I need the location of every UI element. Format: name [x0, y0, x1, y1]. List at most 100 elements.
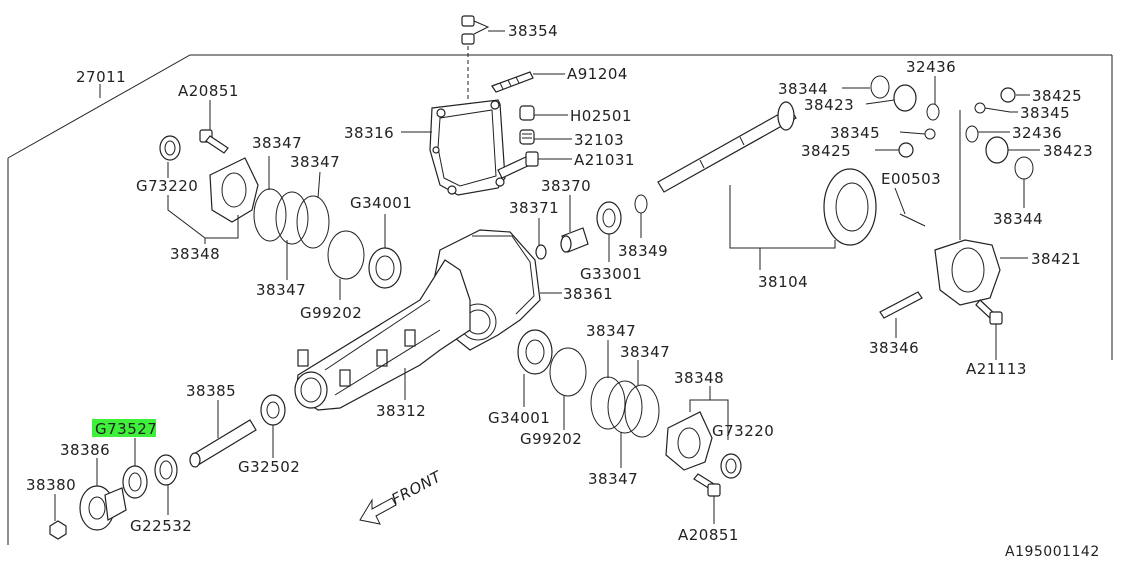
- part-38425-left: [898, 142, 914, 158]
- part-ring-gear: [823, 168, 877, 246]
- label-32103: 32103: [574, 131, 624, 149]
- label-38348-left: 38348: [170, 245, 220, 263]
- label-38423-right: 38423: [1043, 142, 1093, 160]
- label-38361: 38361: [563, 285, 613, 303]
- part-38385-spacer: [189, 419, 257, 468]
- label-38385: 38385: [186, 382, 236, 400]
- label-38386: 38386: [60, 441, 110, 459]
- part-38421-case: [934, 239, 1001, 306]
- label-38371: 38371: [509, 199, 559, 217]
- label-38346: 38346: [869, 339, 919, 357]
- part-G32502-bearing: [260, 394, 286, 426]
- label-38423-top: 38423: [804, 96, 854, 114]
- label-G22532: G22532: [130, 517, 192, 535]
- label-38345-right: 38345: [1020, 104, 1070, 122]
- part-32103: [519, 129, 535, 145]
- label-38312: 38312: [376, 402, 426, 420]
- part-E00503: [899, 213, 926, 227]
- part-G34001-bottom: [517, 329, 553, 375]
- label-38349: 38349: [618, 242, 668, 260]
- label-38347-c: 38347: [256, 281, 306, 299]
- part-H02501: [519, 105, 535, 121]
- label-G34001-top: G34001: [350, 194, 412, 212]
- label-38370: 38370: [541, 177, 591, 195]
- label-38380: 38380: [26, 476, 76, 494]
- part-A20851-top: [199, 129, 229, 154]
- label-38347-f: 38347: [588, 470, 638, 488]
- part-38348-retainer-right: [665, 411, 713, 471]
- part-A20851-bottom: [693, 473, 721, 497]
- label-38354: 38354: [508, 22, 558, 40]
- label-E00503: E00503: [881, 170, 941, 188]
- label-38345-left: 38345: [830, 124, 880, 142]
- part-G22532: [154, 454, 178, 486]
- label-32436-top: 32436: [906, 58, 956, 76]
- part-38386-flange: [79, 485, 127, 531]
- part-A91204: [491, 71, 534, 93]
- label-G99202-top: G99202: [300, 304, 362, 322]
- label-G34001-bottom: G34001: [488, 409, 550, 427]
- part-38312-housing: [294, 259, 471, 411]
- part-G33001: [596, 201, 622, 235]
- part-38423-top: [893, 84, 917, 112]
- part-highlight: [92, 419, 156, 437]
- label-H02501: H02501: [570, 107, 632, 125]
- part-labels: 38354 27011 A20851 A91204 H02501 32103 A…: [26, 22, 1100, 560]
- part-38316-cover: [429, 99, 506, 196]
- part-38425-top: [1000, 87, 1016, 103]
- label-32436-right: 32436: [1012, 124, 1062, 142]
- part-32436-top: [926, 103, 940, 121]
- label-38344-top: 38344: [778, 80, 828, 98]
- part-38349: [634, 194, 648, 214]
- part-38346: [879, 291, 923, 319]
- part-38104-shaft: [657, 101, 797, 193]
- label-38421: 38421: [1031, 250, 1081, 268]
- label-A21113: A21113: [966, 360, 1027, 378]
- part-G73527-seal: [122, 465, 148, 499]
- label-G33001: G33001: [580, 265, 642, 283]
- label-38316: 38316: [344, 124, 394, 142]
- label-38425-left: 38425: [801, 142, 851, 160]
- label-G73220-right: G73220: [712, 422, 774, 440]
- part-G34001-top: [368, 247, 402, 289]
- leader-lines: [54, 20, 1040, 524]
- label-G32502: G32502: [238, 458, 300, 476]
- label-38347-b: 38347: [290, 153, 340, 171]
- label-38104: 38104: [758, 273, 808, 291]
- part-A21113: [975, 299, 1003, 325]
- label-38347-a: 38347: [252, 134, 302, 152]
- part-38423-right: [985, 136, 1009, 164]
- part-G99202-bottom: [549, 347, 587, 397]
- label-38425-top: 38425: [1032, 87, 1082, 105]
- label-A21031: A21031: [574, 151, 635, 169]
- label-front: FRONT: [388, 467, 445, 509]
- front-arrow-icon: [359, 497, 397, 525]
- label-A20851-bottom: A20851: [678, 526, 739, 544]
- frame-border: [7, 54, 1113, 545]
- part-38344-right: [1014, 156, 1034, 180]
- diagram-id: A195001142: [1005, 544, 1100, 560]
- part-38345-left: [924, 128, 936, 140]
- part-G99202-top: [327, 230, 365, 280]
- label-G99202-bottom: G99202: [520, 430, 582, 448]
- label-38348-right: 38348: [674, 369, 724, 387]
- part-G73220-seal-right: [720, 453, 742, 479]
- part-38354: [461, 15, 475, 100]
- part-38380-nut: [49, 520, 67, 540]
- label-G73527: G73527: [95, 420, 157, 438]
- label-38344-right: 38344: [993, 210, 1043, 228]
- label-38347-e: 38347: [620, 343, 670, 361]
- part-38347-shims-left: [253, 188, 330, 249]
- label-A20851-top: A20851: [178, 82, 239, 100]
- part-38344-top: [870, 75, 890, 99]
- part-32436-right: [965, 125, 979, 143]
- part-38345-right: [974, 102, 986, 114]
- part-38370: [560, 227, 589, 253]
- label-A91204: A91204: [567, 65, 628, 83]
- part-38348-retainer-left: [209, 157, 259, 223]
- label-G73220-left: G73220: [136, 177, 198, 195]
- part-G73220-seal-left: [159, 135, 181, 161]
- part-38371: [535, 244, 547, 260]
- label-38347-d: 38347: [586, 322, 636, 340]
